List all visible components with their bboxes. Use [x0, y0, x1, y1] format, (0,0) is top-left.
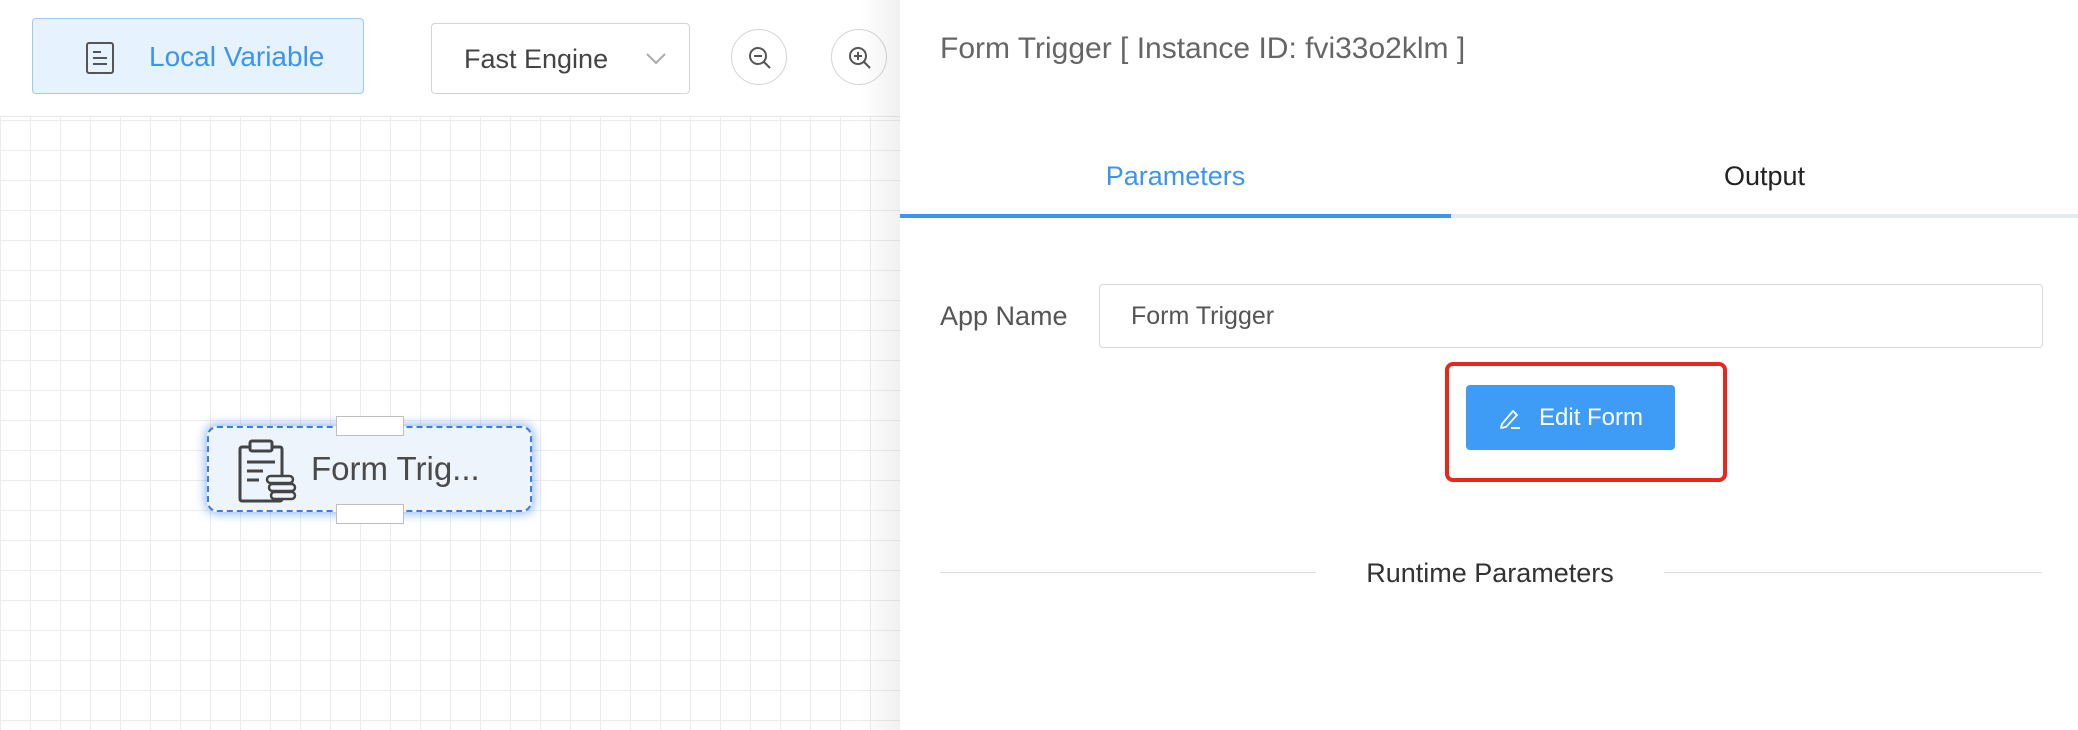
engine-select-value: Fast Engine — [464, 44, 609, 74]
panel-tabs: Parameters Output — [900, 150, 2078, 218]
edit-pencil-icon — [1500, 410, 1520, 429]
app-name-input[interactable] — [1099, 284, 2043, 348]
workflow-canvas[interactable] — [0, 0, 900, 730]
node-input-port[interactable] — [336, 416, 404, 436]
node-label: Form Trig... — [311, 450, 480, 487]
node-output-port[interactable] — [336, 504, 404, 524]
edit-form-label: Edit Form — [1539, 404, 1644, 431]
zoom-out-icon — [749, 47, 771, 69]
canvas-toolbar: Local Variable Fast Engine — [0, 0, 900, 117]
engine-select[interactable]: Fast Engine — [431, 23, 690, 94]
edit-form-button[interactable]: Edit Form — [1466, 385, 1675, 450]
section-divider-left — [940, 572, 1316, 573]
local-variable-label: Local Variable — [149, 41, 325, 72]
panel-shadow — [860, 0, 900, 730]
tab-parameters[interactable]: Parameters — [900, 150, 1451, 218]
highlight-annotation — [1445, 362, 1727, 482]
runtime-parameters-heading: Runtime Parameters — [1316, 554, 1664, 592]
form-trigger-node[interactable]: Form Trig... — [207, 426, 532, 512]
tab-output[interactable]: Output — [1451, 150, 2078, 218]
zoom-in-icon — [849, 47, 871, 69]
zoom-in-button[interactable] — [831, 29, 887, 85]
form-clipboard-icon — [238, 439, 297, 503]
app-name-label: App Name — [940, 301, 1068, 331]
local-variable-button[interactable]: Local Variable — [32, 18, 364, 94]
document-icon — [86, 42, 114, 74]
panel-title: Form Trigger [ Instance ID: fvi33o2klm ] — [940, 32, 1466, 65]
section-divider-right — [1664, 572, 2042, 573]
zoom-out-button[interactable] — [731, 29, 787, 85]
chevron-down-icon — [646, 53, 666, 65]
